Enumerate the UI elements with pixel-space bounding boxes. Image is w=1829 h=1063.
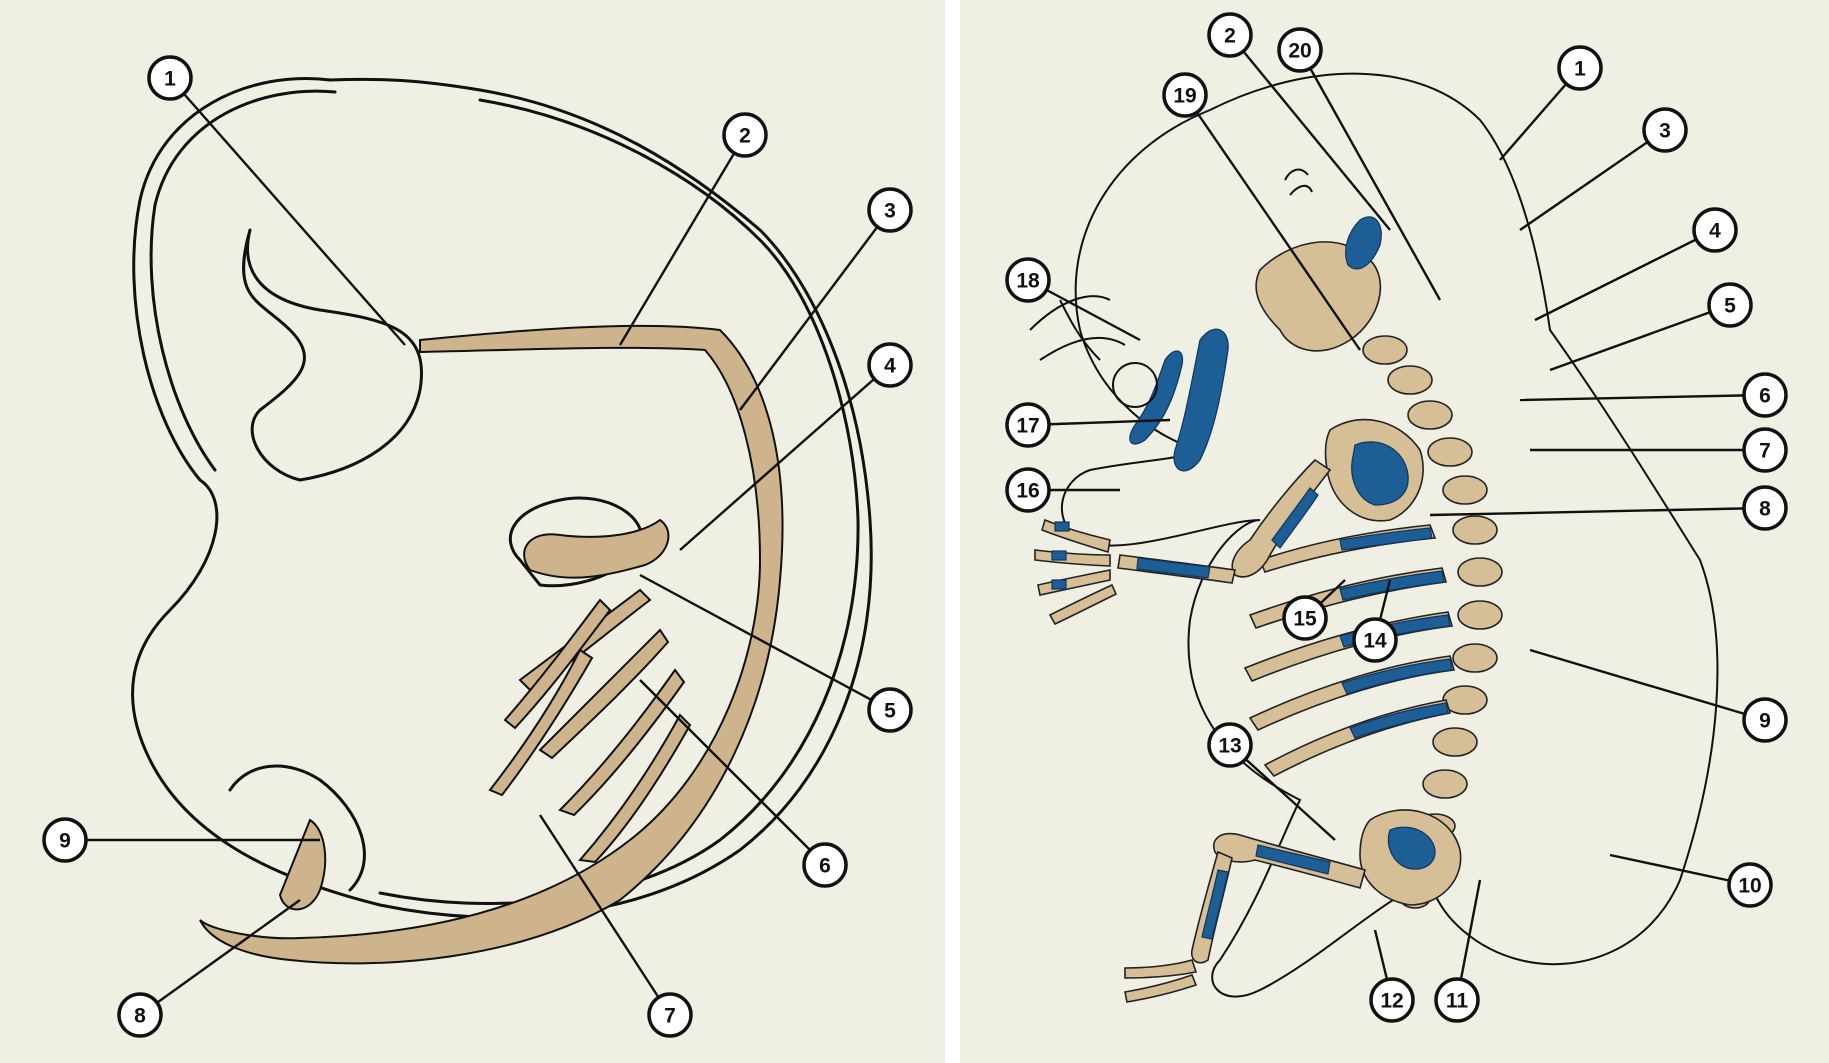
svg-text:12: 12 xyxy=(1380,990,1403,1013)
svg-text:16: 16 xyxy=(1016,480,1039,503)
marker-5: 5 xyxy=(869,689,911,731)
marker-10: 10 xyxy=(1729,864,1771,906)
marker-13: 13 xyxy=(1209,724,1251,766)
svg-text:13: 13 xyxy=(1218,735,1241,758)
marker-11: 11 xyxy=(1436,979,1478,1021)
svg-text:7: 7 xyxy=(1759,440,1771,463)
svg-text:5: 5 xyxy=(884,700,896,723)
fetus-occipital-ossification xyxy=(1346,217,1382,269)
marker-9: 9 xyxy=(1744,699,1786,741)
marker-8: 8 xyxy=(119,994,161,1036)
svg-text:1: 1 xyxy=(164,68,176,91)
svg-text:2: 2 xyxy=(1224,25,1236,48)
svg-text:6: 6 xyxy=(819,855,831,878)
marker-19: 19 xyxy=(1164,74,1206,116)
svg-text:19: 19 xyxy=(1173,85,1196,108)
marker-14: 14 xyxy=(1354,619,1396,661)
svg-text:3: 3 xyxy=(1659,120,1671,143)
svg-text:3: 3 xyxy=(884,200,896,223)
marker-12: 12 xyxy=(1371,979,1413,1021)
svg-text:9: 9 xyxy=(59,830,71,853)
marker-7: 7 xyxy=(1744,429,1786,471)
embryo-head-outline xyxy=(244,230,422,480)
svg-text:18: 18 xyxy=(1016,270,1040,293)
fetus-foot xyxy=(1125,960,1196,1002)
svg-text:8: 8 xyxy=(134,1005,146,1028)
marker-9: 9 xyxy=(44,819,86,861)
fetus-hand xyxy=(1035,520,1116,624)
marker-3: 3 xyxy=(1644,109,1686,151)
svg-text:2: 2 xyxy=(739,125,751,148)
marker-18: 18 xyxy=(1007,259,1049,301)
marker-15: 15 xyxy=(1284,597,1326,639)
marker-4: 4 xyxy=(869,344,911,386)
fetus-diagram-panel: 1 2 3 4 5 6 7 8 9 10 11 12 13 14 15 16 1… xyxy=(960,0,1829,1063)
svg-text:1: 1 xyxy=(1574,58,1586,81)
marker-2: 2 xyxy=(1209,14,1251,56)
marker-5: 5 xyxy=(1709,284,1751,326)
svg-text:11: 11 xyxy=(1446,990,1469,1013)
svg-text:17: 17 xyxy=(1016,415,1039,438)
marker-7: 7 xyxy=(649,994,691,1036)
marker-6: 6 xyxy=(804,844,846,886)
svg-text:10: 10 xyxy=(1738,875,1761,898)
marker-2: 2 xyxy=(724,114,766,156)
marker-4: 4 xyxy=(1694,209,1736,251)
marker-6: 6 xyxy=(1744,374,1786,416)
fetus-orbit xyxy=(1113,363,1157,407)
svg-text:20: 20 xyxy=(1288,40,1311,63)
embryo-illustration: 1 2 3 4 5 6 7 8 9 xyxy=(0,0,945,1063)
svg-text:14: 14 xyxy=(1363,630,1387,653)
fetus-mandible-ossification xyxy=(1174,329,1228,471)
embryo-vertebral-column xyxy=(200,326,783,964)
svg-text:4: 4 xyxy=(1709,220,1721,243)
marker-1: 1 xyxy=(1559,47,1601,89)
fetus-rib-cage xyxy=(1245,525,1454,776)
marker-20: 20 xyxy=(1279,29,1321,71)
svg-text:8: 8 xyxy=(1759,498,1771,521)
marker-1: 1 xyxy=(149,57,191,99)
marker-17: 17 xyxy=(1007,404,1049,446)
svg-text:4: 4 xyxy=(884,355,896,378)
svg-text:9: 9 xyxy=(1759,710,1771,733)
embryo-diagram-panel: 1 2 3 4 5 6 7 8 9 xyxy=(0,0,945,1063)
svg-text:5: 5 xyxy=(1724,295,1736,318)
marker-3: 3 xyxy=(869,189,911,231)
svg-text:6: 6 xyxy=(1759,385,1771,408)
embryo-hindlimb-cartilage xyxy=(280,820,325,909)
fetus-illustration: 1 2 3 4 5 6 7 8 9 10 11 12 13 14 15 16 1… xyxy=(960,0,1829,1063)
svg-text:15: 15 xyxy=(1293,608,1317,631)
embryo-forelimb-cartilage xyxy=(524,520,668,578)
marker-16: 16 xyxy=(1007,469,1049,511)
marker-8: 8 xyxy=(1744,487,1786,529)
svg-text:7: 7 xyxy=(664,1005,676,1028)
